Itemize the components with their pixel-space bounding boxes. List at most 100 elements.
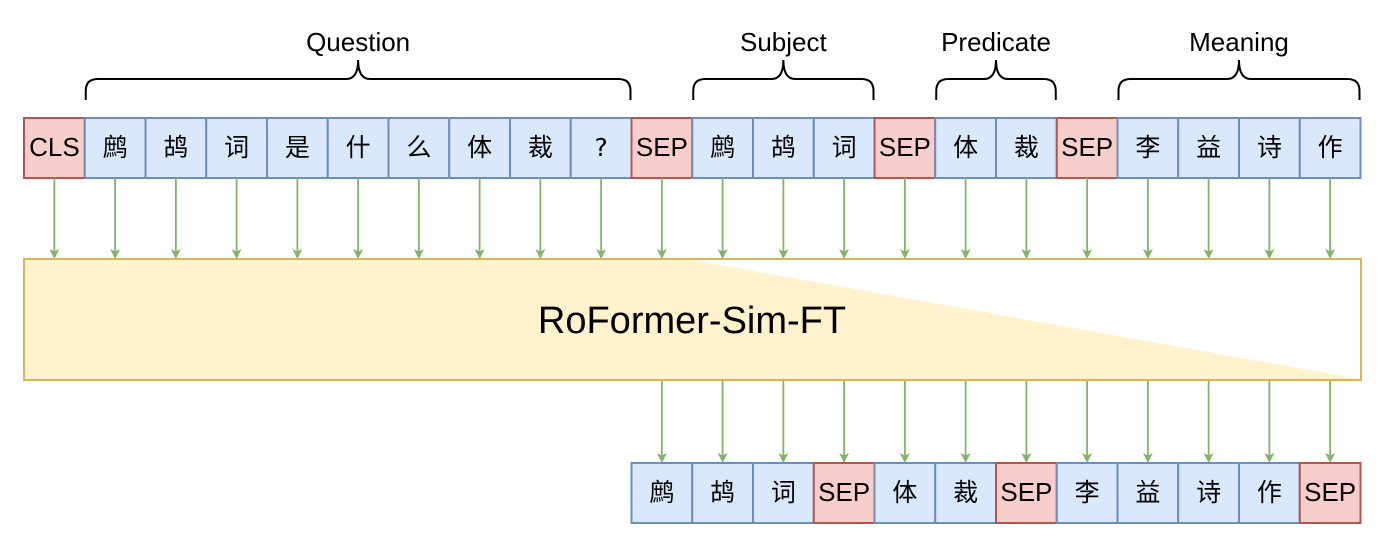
group-label: Question <box>306 27 410 57</box>
output-token-box <box>1238 462 1301 524</box>
input-token: 作 <box>1298 117 1362 179</box>
output-token: 李 <box>1055 462 1119 524</box>
input-token-box <box>326 117 390 179</box>
input-token-row: CLS 鹧 鸪 词 是 什 么 体 裁? SEP 鹧 鸪 词 SEP 体 裁 SEP 李 益诗作 <box>23 117 1362 179</box>
input-token-label: 词 <box>832 133 857 162</box>
input-token: SEP <box>873 117 937 179</box>
input-token: 么 <box>387 117 451 179</box>
input-token-box <box>23 117 86 179</box>
output-token-box <box>873 462 937 524</box>
model-label: RoFormer-Sim-FT <box>538 300 846 342</box>
input-token-box <box>995 117 1058 179</box>
input-token: SEP <box>1055 117 1119 179</box>
input-token: 鸪 <box>752 117 815 179</box>
output-token-label: 体 <box>892 478 917 507</box>
input-token-label: SEP <box>1061 132 1113 162</box>
group-brace <box>692 59 875 100</box>
input-token: 是 <box>266 117 329 179</box>
input-token-label: 么 <box>406 133 431 162</box>
group-label: Meaning <box>1189 27 1289 57</box>
output-token-label: SEP <box>818 477 870 507</box>
output-token-label: 裁 <box>953 478 978 507</box>
output-token: SEP <box>1298 462 1362 524</box>
output-token-label: 鹧 <box>649 478 674 507</box>
input-token: 裁 <box>509 117 572 179</box>
output-token: 益 <box>1116 462 1180 524</box>
input-token-label: SEP <box>879 132 931 162</box>
input-token-box <box>1116 117 1180 179</box>
output-token-label: 鸪 <box>710 478 735 507</box>
input-token-label: SEP <box>636 132 688 162</box>
group-label: Predicate <box>941 27 1051 57</box>
arrows <box>49 178 1336 463</box>
input-token-label: 体 <box>467 133 492 162</box>
input-token: 词 <box>812 117 876 179</box>
output-token-row: 鹧 鸪 词 SEP 体 裁 SEP 李益诗 作 SEP <box>630 462 1362 524</box>
input-token-label: 裁 <box>528 133 553 162</box>
input-token-label: 鹧 <box>710 133 735 162</box>
input-token-label: 作 <box>1318 133 1343 162</box>
output-token: 作 <box>1238 462 1301 524</box>
input-token: SEP <box>630 117 694 179</box>
input-token: ? <box>569 117 633 179</box>
group-brace <box>935 59 1057 100</box>
input-token-label: 什 <box>346 133 371 162</box>
input-token: 益 <box>1177 117 1240 179</box>
output-token-box <box>1298 462 1362 524</box>
input-token-label: 是 <box>285 133 310 162</box>
output-token-box <box>1177 462 1240 524</box>
input-token: 什 <box>326 117 390 179</box>
input-token-box <box>569 117 633 179</box>
output-token-box <box>630 462 694 524</box>
input-token: 鸪 <box>144 117 208 179</box>
output-token-label: 词 <box>771 478 796 507</box>
output-token-label: SEP <box>1000 477 1052 507</box>
input-token-label: CLS <box>29 132 80 162</box>
input-token-label: 鹧 <box>103 133 128 162</box>
input-token-box <box>1238 117 1301 179</box>
input-token-label: 益 <box>1196 133 1221 162</box>
output-token-label: 李 <box>1075 478 1100 507</box>
input-token-label: 鸪 <box>163 133 188 162</box>
output-token: SEP <box>812 462 876 524</box>
model-mask-edge <box>692 258 1362 380</box>
model-mask-triangle <box>692 260 1360 379</box>
output-token-box <box>691 462 754 524</box>
input-token-label: 体 <box>953 133 978 162</box>
input-token: 诗 <box>1238 117 1301 179</box>
input-token-box <box>448 117 511 179</box>
input-token-box <box>1177 117 1240 179</box>
output-token-box <box>1055 462 1119 524</box>
output-token: SEP <box>995 462 1058 524</box>
group-braces: Question Subject Predicate Meaning <box>84 27 1361 100</box>
input-token-label: 鸪 <box>771 133 796 162</box>
output-token-box <box>934 462 997 524</box>
input-token-box <box>691 117 754 179</box>
input-token-label: 裁 <box>1014 133 1039 162</box>
output-token-label: 诗 <box>1196 478 1221 507</box>
input-token: 李 <box>1116 117 1180 179</box>
input-token: 词 <box>205 117 268 179</box>
output-token: 裁 <box>934 462 997 524</box>
output-token-label: 作 <box>1257 478 1282 507</box>
input-token-label: 李 <box>1135 133 1160 162</box>
input-token: 裁 <box>995 117 1058 179</box>
output-token: 鸪 <box>691 462 754 524</box>
input-token: CLS <box>23 117 86 179</box>
input-token: 体 <box>934 117 997 179</box>
input-token-box <box>1298 117 1362 179</box>
input-token: 体 <box>448 117 511 179</box>
group-brace <box>84 59 632 100</box>
model-block: RoFormer-Sim-FT <box>23 258 1362 381</box>
input-token-box <box>934 117 997 179</box>
group-label: Subject <box>740 27 827 57</box>
output-token-box <box>752 462 815 524</box>
group-brace <box>1117 59 1361 100</box>
input-token-label: 词 <box>224 133 249 162</box>
input-token-label: ? <box>594 133 607 162</box>
output-token: 诗 <box>1177 462 1240 524</box>
output-token-label: SEP <box>1304 477 1356 507</box>
output-token: 鹧 <box>630 462 694 524</box>
